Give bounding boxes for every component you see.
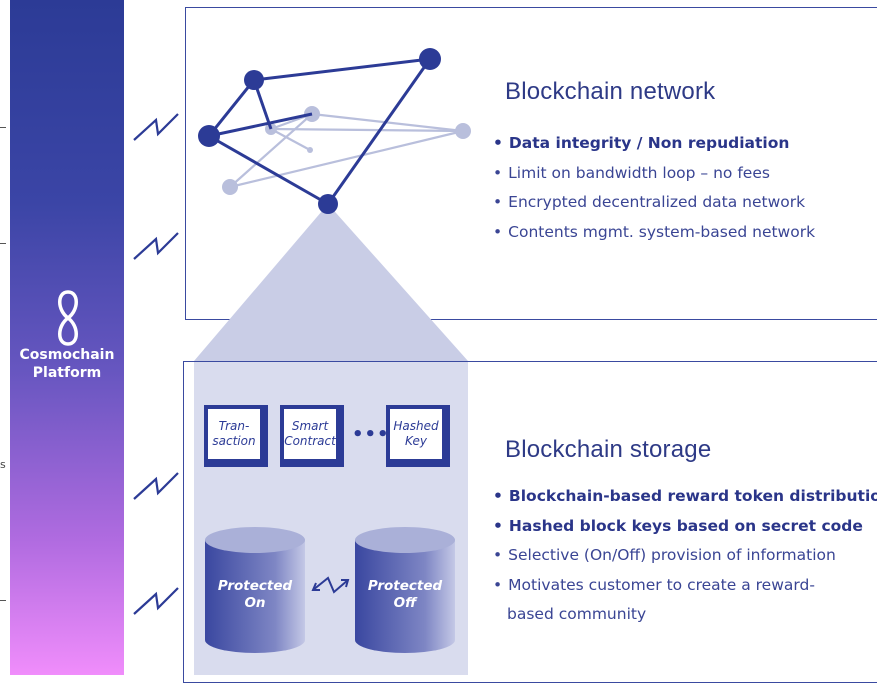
list-item: •Encrypted decentralized data network: [493, 193, 806, 211]
block-label: Hashed: [393, 419, 439, 433]
block-label: Contract: [284, 434, 336, 448]
bullet-text: Encrypted decentralized data network: [508, 193, 806, 211]
block-face: Tran-saction: [208, 409, 260, 459]
cylinder-label: On: [244, 595, 266, 611]
list-item: •Motivates customer to create a reward-: [493, 575, 815, 594]
list-item: •Hashed block keys based on secret code: [493, 516, 863, 535]
edge-mark: [0, 127, 6, 128]
list-item: •Limit on bandwidth loop – no fees: [493, 163, 770, 182]
blocks-ellipsis: •••: [352, 424, 390, 445]
lightning-arrow-icon: [133, 113, 179, 141]
network-bullet-list: •Data integrity / Non repudiation •Limit…: [493, 129, 815, 247]
bullet-text: Limit on bandwidth loop – no fees: [508, 163, 770, 182]
lightning-arrow-icon: [133, 587, 179, 615]
double-arrow-icon: [311, 576, 350, 594]
list-item: •Blockchain-based reward token distribut…: [493, 482, 877, 512]
bullet-text: Data integrity / Non repudiation: [508, 134, 790, 152]
bullet-text: Selective (On/Off) provision of informat…: [508, 546, 836, 564]
infinity-loop-icon: [58, 290, 78, 346]
bullet-text: based community: [507, 605, 647, 623]
block-label: saction: [212, 434, 256, 448]
bullet-text: Contents mgmt. system-based network: [508, 222, 816, 241]
platform-sidebar: Cosmochain Platform: [10, 0, 124, 675]
block-label: Tran-: [218, 419, 250, 433]
cylinder-label: Protected: [367, 578, 443, 594]
list-item: •Selective (On/Off) provision of informa…: [493, 546, 836, 564]
cylinder-label: Protected: [217, 578, 293, 594]
block-label: Key: [405, 434, 427, 448]
cylinder-label: Off: [393, 595, 417, 611]
edge-mark: [0, 243, 6, 244]
bullet-text: Motivates customer to create a reward-: [508, 575, 815, 594]
list-item: •Contents mgmt. system-based network: [493, 222, 816, 241]
storage-bullet-list: •Blockchain-based reward token distribut…: [493, 482, 877, 630]
database-cylinder-off: [355, 527, 455, 653]
bullet-text: Blockchain-based reward token distributi…: [508, 487, 877, 505]
platform-name-text: Cosmochain Platform: [19, 347, 115, 381]
block-transaction: Tran-saction: [204, 405, 268, 467]
block-label: Smart: [291, 419, 329, 433]
database-cylinder-on: [205, 527, 305, 653]
list-item: •Data integrity / Non repudiation: [493, 134, 790, 152]
storage-title: Blockchain storage: [505, 436, 712, 463]
lightning-arrow-icon: [133, 472, 179, 500]
network-title: Blockchain network: [505, 78, 716, 105]
bullet-text: Hashed block keys based on secret code: [508, 516, 863, 535]
list-item: based community: [493, 600, 877, 630]
platform-name: Cosmochain Platform: [10, 346, 124, 382]
edge-mark: [0, 600, 6, 601]
lightning-arrow-icon: [133, 232, 179, 260]
edge-text: s: [0, 458, 6, 471]
